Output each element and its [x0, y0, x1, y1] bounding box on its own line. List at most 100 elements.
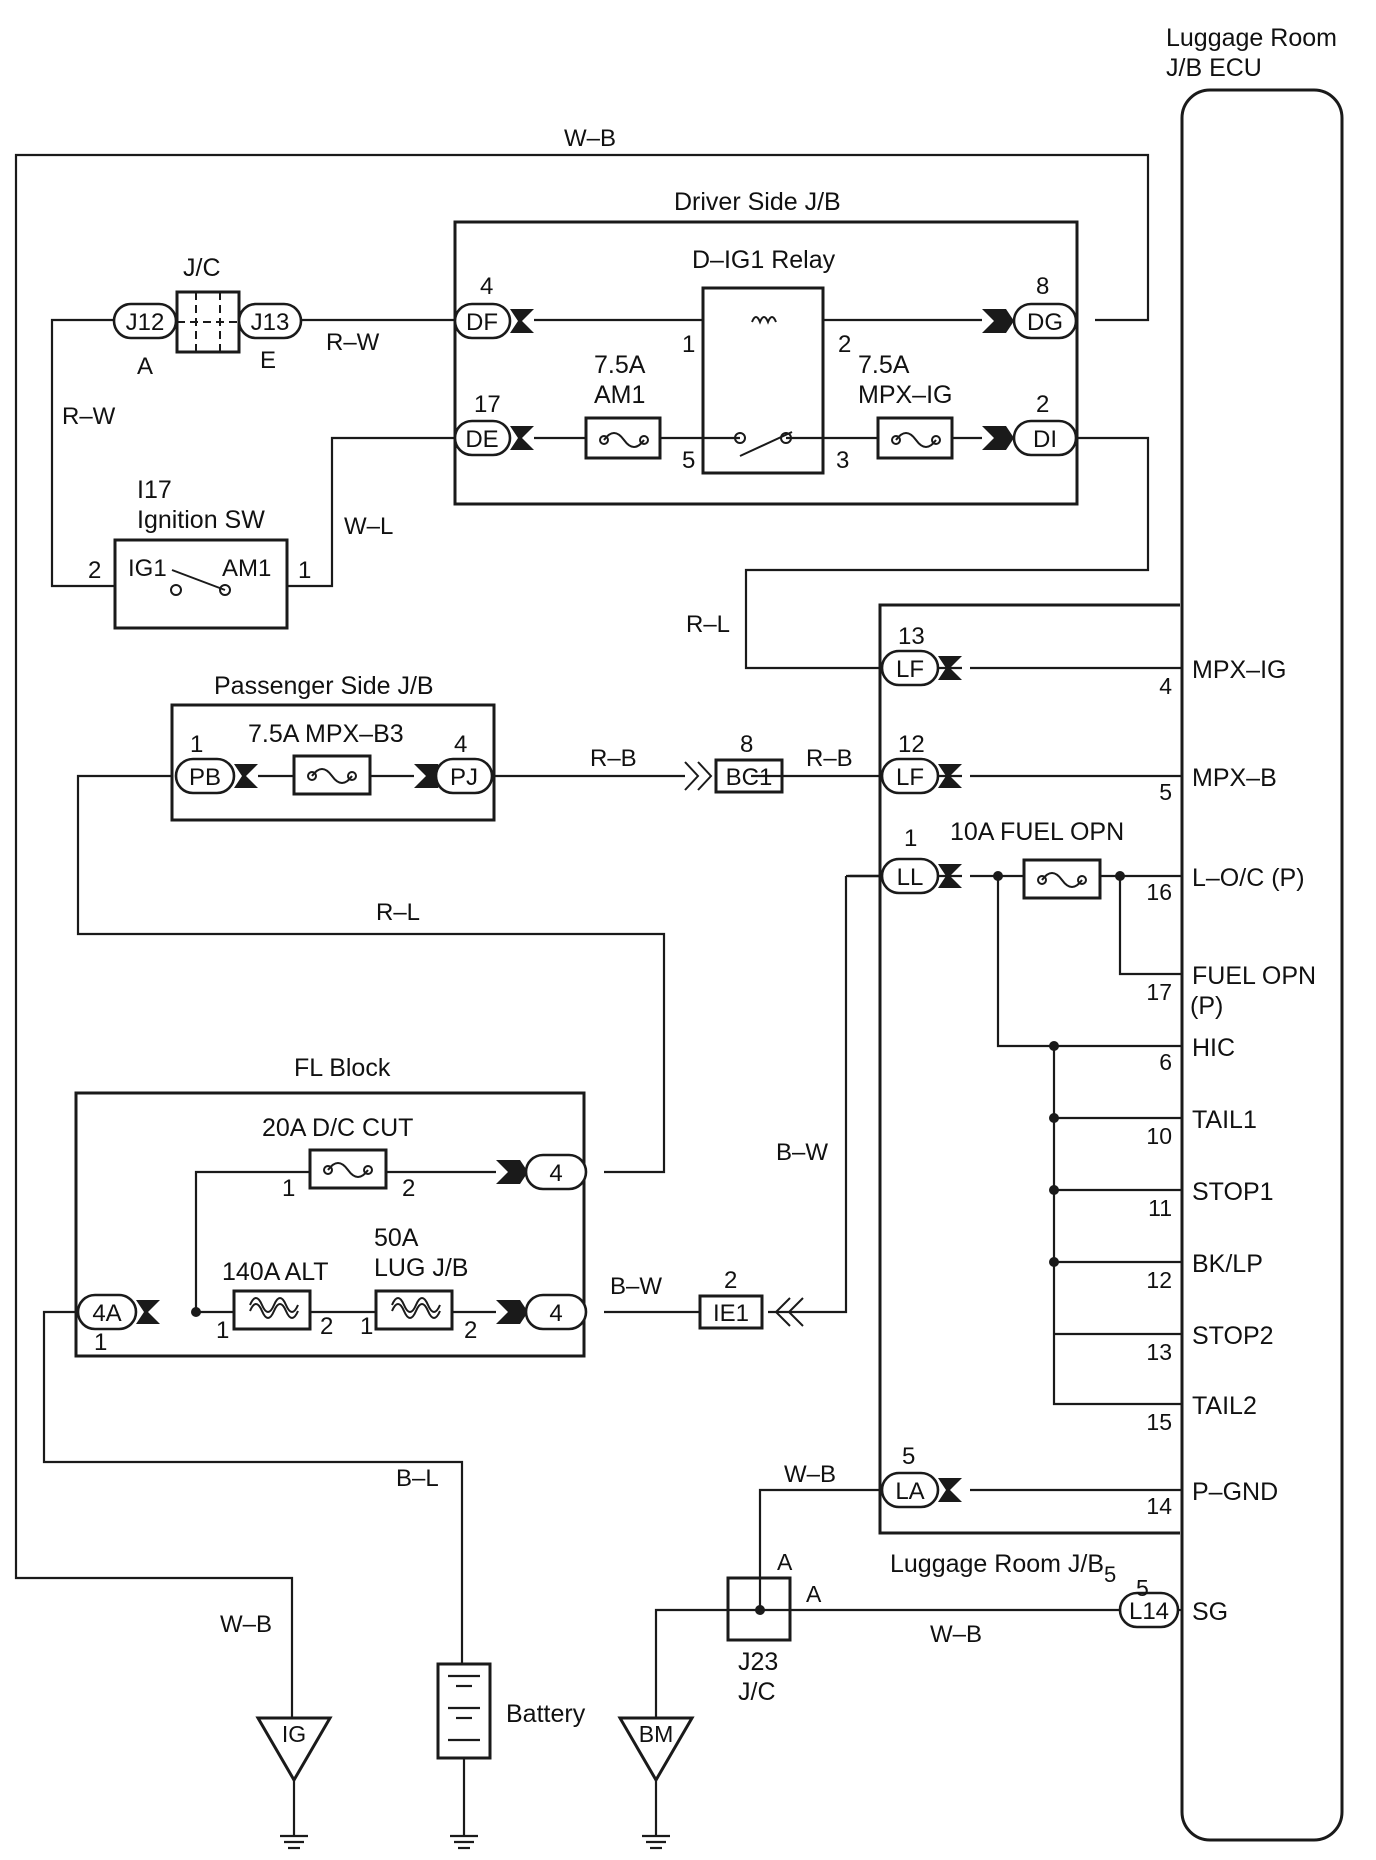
- ground-bm-label: BM: [639, 1721, 674, 1747]
- alt-pin-2: 2: [320, 1313, 333, 1340]
- ignition-switch: I17 Ignition SW IG1 AM1 2 1: [88, 476, 311, 630]
- wire-label: R–B: [590, 745, 637, 772]
- di-pin: 2: [1036, 391, 1049, 418]
- connector-fl4a-label: 4: [549, 1160, 562, 1187]
- fuse-fuel-opn: 10A FUEL OPN: [950, 818, 1124, 900]
- relay-coil-icon: [751, 316, 777, 325]
- ll-pin: 1: [904, 825, 917, 852]
- fuse-am1: 7.5A AM1: [584, 351, 662, 460]
- wire-rw-ign: [50, 318, 115, 588]
- ecu-terminal-pin: 4: [1159, 673, 1172, 699]
- ignition-title: Ignition SW: [137, 506, 265, 534]
- splice-dots: [191, 871, 1125, 1317]
- ecu-terminal-pin: 17: [1146, 979, 1172, 1005]
- ecu-terminal-name: SG: [1192, 1598, 1228, 1626]
- luggage-jb-box: [878, 603, 1180, 1535]
- relay-switch-icon: [739, 431, 793, 457]
- connector-arrow-icon: [234, 764, 258, 788]
- lug-pin-2: 2: [464, 1317, 477, 1344]
- connector-l14: [1118, 1591, 1180, 1629]
- connector-dg-label: DG: [1027, 309, 1063, 336]
- connector-chevron-icon: [684, 761, 713, 791]
- de-pin: 17: [474, 391, 501, 418]
- wire-label: W–B: [564, 125, 616, 152]
- switch-lever-icon: [171, 569, 226, 591]
- ground-bm: BM: [617, 1716, 695, 1850]
- connector-lf-13: [880, 649, 940, 687]
- lf12-pin: 12: [898, 731, 925, 758]
- driver-jb-outline: [453, 220, 1079, 506]
- connector-j12: [112, 302, 178, 340]
- ecu-terminal-pin: 15: [1146, 1409, 1172, 1435]
- wire-rl-mpxig: [744, 436, 1150, 670]
- ecu-terminal-name: MPX–IG: [1192, 656, 1286, 684]
- fuse-lug-name: LUG J/B: [374, 1254, 468, 1282]
- connector-arrow-icon: [938, 764, 962, 788]
- fuse-am1-amp: 7.5A: [594, 351, 646, 379]
- ie1-pin: 2: [724, 1267, 737, 1294]
- fusible-link-icon: [232, 1289, 312, 1331]
- wire-label: B–L: [396, 1465, 439, 1492]
- fl-block: FL Block 20A D/C CUT 1 2 140A ALT 1 2 50…: [74, 1054, 586, 1358]
- passenger-jb-title: Passenger Side J/B: [214, 672, 434, 700]
- wire-label: R–W: [62, 403, 116, 430]
- relay-pin-2: 2: [838, 331, 851, 358]
- dc-pin-1: 1: [282, 1175, 295, 1202]
- connector-la: [880, 1471, 940, 1509]
- connector-lf12-label: LF: [896, 764, 924, 791]
- connector-df-label: DF: [466, 309, 498, 336]
- j12-pin: A: [137, 353, 153, 380]
- wire-wl: [287, 436, 455, 588]
- connector-dg: [1012, 302, 1078, 340]
- fl-block-outline: [74, 1091, 586, 1358]
- ecu-terminal-pin: 6: [1159, 1049, 1172, 1075]
- dc-pin-2: 2: [402, 1175, 415, 1202]
- dg-pin: 8: [1036, 273, 1049, 300]
- fl4a-pin: 1: [94, 1329, 107, 1356]
- fl-block-title: FL Block: [294, 1054, 391, 1082]
- ecu-terminal-pin: 12: [1146, 1267, 1172, 1293]
- wire-fuel-opn: [1118, 876, 1182, 976]
- connector-de: [453, 419, 512, 457]
- connector-arrow-icon: [496, 1160, 528, 1184]
- connector-arrow-icon: [136, 1300, 160, 1324]
- ground-ig-icon: [255, 1716, 333, 1783]
- connector-de-label: DE: [465, 426, 498, 453]
- ecu-terminal-name: HIC: [1192, 1034, 1235, 1062]
- fuse-icon: [1022, 858, 1102, 900]
- relay-pin-3: 3: [836, 447, 849, 474]
- wire-label: R–B: [806, 745, 853, 772]
- wire-bl: [42, 1310, 464, 1664]
- ecu-terminal-name: BK/LP: [1192, 1250, 1263, 1278]
- connector-di-label: DI: [1033, 426, 1057, 453]
- connector-arrow-icon: [938, 1478, 962, 1502]
- lf13-pin: 13: [898, 623, 925, 650]
- luggage-jb-title: Luggage Room J/B5: [890, 1550, 1116, 1587]
- alt-pin-1: 1: [216, 1317, 229, 1344]
- wire-hic: [996, 876, 1182, 1048]
- connector-ie1-label: IE1: [713, 1300, 749, 1327]
- ignition-ig1: IG1: [128, 555, 167, 582]
- fuse-icon: [308, 1148, 388, 1190]
- ecu-terminal-pin: 10: [1146, 1123, 1172, 1149]
- j23-name: J23: [738, 1648, 778, 1676]
- battery-label: Battery: [506, 1700, 586, 1728]
- ignition-switch-box: [113, 538, 289, 630]
- wire-label: W–L: [344, 513, 393, 540]
- ecu-terminal-name: L–O/C (P): [1192, 864, 1305, 892]
- ecu-terminal-name: STOP2: [1192, 1322, 1274, 1350]
- wire-label: R–W: [326, 329, 380, 356]
- ecu-title-line1: Luggage Room: [1166, 24, 1337, 52]
- connector-arrow-icon: [496, 1300, 528, 1324]
- connector-pb: [174, 757, 236, 795]
- connector-la-label: LA: [895, 1478, 924, 1505]
- connector-arrow-icon: [938, 864, 962, 888]
- ecu-terminal-pin: 16: [1146, 879, 1172, 905]
- j23-label: J/C: [738, 1678, 776, 1706]
- wire-rl-dccut: [76, 774, 666, 1174]
- relay-pin-5: 5: [682, 447, 695, 474]
- ecu-terminal-pin: 14: [1146, 1493, 1172, 1519]
- connector-lf13-label: LF: [896, 656, 924, 683]
- fusible-link-icon: [374, 1289, 454, 1331]
- luggage-room-ecu: Luggage Room J/B ECU: [1166, 24, 1344, 1842]
